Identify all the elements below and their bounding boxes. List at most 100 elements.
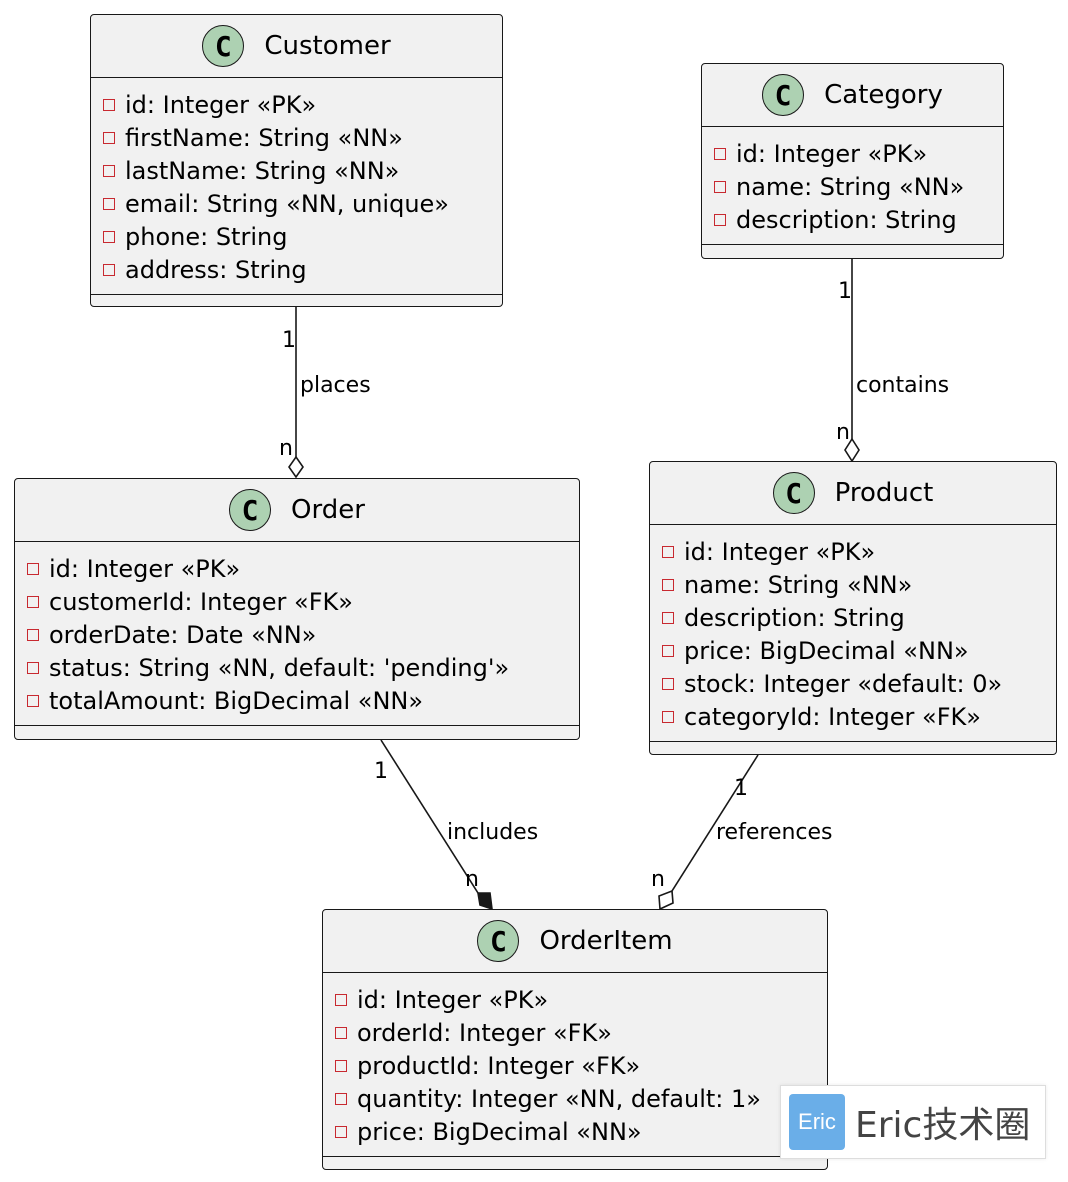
private-marker-icon	[27, 595, 39, 608]
watermark-logo-icon: Eric	[789, 1094, 845, 1150]
private-marker-icon	[714, 180, 726, 193]
attribute-text: description: String	[684, 603, 905, 632]
class-orderitem[interactable]: C OrderItem id: Integer «PK» orderId: In…	[322, 909, 828, 1170]
private-marker-icon	[662, 677, 674, 690]
attribute-text: price: BigDecimal «NN»	[684, 636, 969, 665]
class-name: Product	[834, 478, 934, 508]
class-name: Order	[291, 495, 365, 525]
attribute-list: id: Integer «PK» name: String «NN» descr…	[702, 127, 1003, 245]
attribute-text: description: String	[736, 205, 957, 234]
class-circle-icon: C	[202, 25, 245, 67]
private-marker-icon	[27, 694, 39, 707]
attribute-row: id: Integer «PK»	[27, 552, 579, 585]
attribute-row: phone: String	[103, 220, 502, 253]
private-marker-icon	[103, 263, 115, 276]
attribute-row: price: BigDecimal «NN»	[335, 1115, 827, 1148]
includes-label: includes	[447, 820, 539, 845]
private-marker-icon	[27, 628, 39, 641]
includes-to-multiplicity: n	[465, 867, 479, 892]
contains-from-multiplicity: 1	[838, 279, 852, 304]
references-label: references	[716, 820, 833, 845]
class-name: OrderItem	[539, 926, 673, 956]
class-category[interactable]: C Category id: Integer «PK» name: String…	[701, 63, 1004, 259]
private-marker-icon	[103, 98, 115, 111]
attribute-text: id: Integer «PK»	[684, 537, 876, 566]
attribute-row: id: Integer «PK»	[335, 983, 827, 1016]
places-aggregation-diamond	[288, 455, 304, 479]
class-order[interactable]: C Order id: Integer «PK» customerId: Int…	[14, 478, 580, 740]
places-to-multiplicity: n	[279, 436, 293, 461]
contains-label: contains	[856, 373, 950, 398]
private-marker-icon	[335, 1059, 347, 1072]
class-header: C Order	[15, 479, 579, 542]
private-marker-icon	[335, 993, 347, 1006]
attribute-text: price: BigDecimal «NN»	[357, 1117, 642, 1146]
includes-from-multiplicity: 1	[374, 759, 388, 784]
class-header: C Category	[702, 64, 1003, 127]
attribute-text: phone: String	[125, 222, 288, 251]
attribute-row: description: String	[662, 601, 1056, 634]
class-header: C Product	[650, 462, 1056, 525]
attribute-text: id: Integer «PK»	[49, 554, 241, 583]
class-circle-icon: C	[477, 920, 520, 962]
attribute-row: name: String «NN»	[714, 170, 1003, 203]
private-marker-icon	[662, 545, 674, 558]
private-marker-icon	[335, 1026, 347, 1039]
private-marker-icon	[103, 131, 115, 144]
references-to-multiplicity: n	[651, 867, 665, 892]
attribute-row: email: String «NN, unique»	[103, 187, 502, 220]
attribute-text: id: Integer «PK»	[736, 139, 928, 168]
attribute-row: quantity: Integer «NN, default: 1»	[335, 1082, 827, 1115]
attribute-row: id: Integer «PK»	[714, 137, 1003, 170]
class-circle-icon: C	[772, 472, 815, 514]
watermark: Eric Eric技术圈	[780, 1085, 1046, 1159]
attribute-row: customerId: Integer «FK»	[27, 585, 579, 618]
attribute-text: name: String «NN»	[736, 172, 965, 201]
private-marker-icon	[714, 213, 726, 226]
attribute-text: customerId: Integer «FK»	[49, 587, 353, 616]
attribute-text: firstName: String «NN»	[125, 123, 403, 152]
private-marker-icon	[103, 230, 115, 243]
private-marker-icon	[103, 197, 115, 210]
class-customer[interactable]: C Customer id: Integer «PK» firstName: S…	[90, 14, 503, 307]
attribute-row: orderDate: Date «NN»	[27, 618, 579, 651]
includes-composition-diamond	[477, 892, 493, 911]
attribute-row: id: Integer «PK»	[103, 88, 502, 121]
attribute-row: status: String «NN, default: 'pending'»	[27, 651, 579, 684]
class-product[interactable]: C Product id: Integer «PK» name: String …	[649, 461, 1057, 755]
private-marker-icon	[335, 1125, 347, 1138]
attribute-text: name: String «NN»	[684, 570, 913, 599]
attribute-row: description: String	[714, 203, 1003, 236]
attribute-text: stock: Integer «default: 0»	[684, 669, 1003, 698]
attribute-text: id: Integer «PK»	[125, 90, 317, 119]
attribute-text: totalAmount: BigDecimal «NN»	[49, 686, 424, 715]
class-name: Customer	[264, 31, 391, 61]
attribute-text: address: String	[125, 255, 307, 284]
private-marker-icon	[103, 164, 115, 177]
references-aggregation-diamond	[658, 889, 674, 911]
class-circle-icon: C	[762, 74, 805, 116]
private-marker-icon	[27, 661, 39, 674]
private-marker-icon	[27, 562, 39, 575]
private-marker-icon	[662, 611, 674, 624]
attribute-text: orderId: Integer «FK»	[357, 1018, 612, 1047]
attribute-row: totalAmount: BigDecimal «NN»	[27, 684, 579, 717]
class-header: C Customer	[91, 15, 502, 78]
attribute-text: id: Integer «PK»	[357, 985, 549, 1014]
method-compartment	[702, 245, 1003, 259]
attribute-row: productId: Integer «FK»	[335, 1049, 827, 1082]
class-name: Category	[824, 80, 943, 110]
class-circle-icon: C	[229, 489, 272, 531]
private-marker-icon	[662, 710, 674, 723]
private-marker-icon	[714, 147, 726, 160]
private-marker-icon	[335, 1092, 347, 1105]
watermark-text: Eric技术圈	[855, 1105, 1031, 1146]
attribute-row: categoryId: Integer «FK»	[662, 700, 1056, 733]
method-compartment	[323, 1157, 827, 1171]
attribute-row: address: String	[103, 253, 502, 286]
attribute-text: quantity: Integer «NN, default: 1»	[357, 1084, 761, 1113]
class-header: C OrderItem	[323, 910, 827, 973]
attribute-text: orderDate: Date «NN»	[49, 620, 317, 649]
method-compartment	[91, 295, 502, 309]
